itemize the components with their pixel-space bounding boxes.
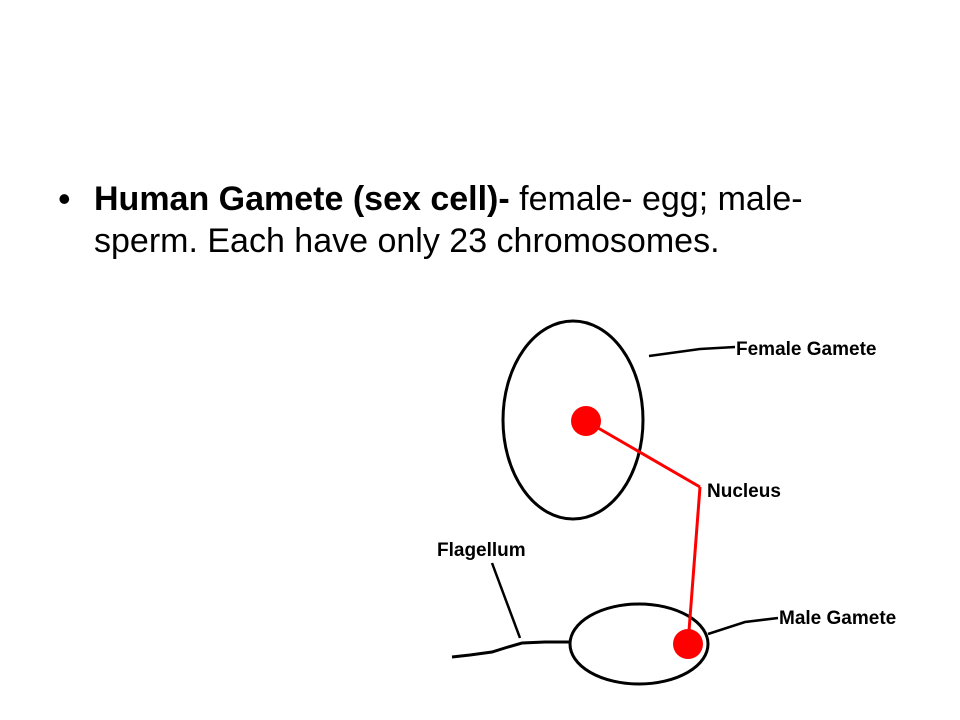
male-nucleus [673,629,703,659]
bullet-marker: • [58,178,71,219]
nucleus-pointer-male [686,486,702,645]
bullet-text: Human Gamete (sex cell)- female- egg; ma… [94,178,894,262]
male-gamete-label: Male Gamete [779,608,896,629]
nucleus-pointer-female [585,419,701,489]
bullet-term: Human Gamete (sex cell)- [94,180,510,218]
female-gamete-label: Female Gamete [736,339,876,360]
flagellum-tail [451,640,570,659]
male-gamete-leader [707,616,779,636]
flagellum-leader [490,562,522,639]
female-gamete-leader [648,345,736,358]
nucleus-label: Nucleus [707,481,781,502]
bullet-item: • Human Gamete (sex cell)- female- egg; … [58,178,918,262]
male-gamete-cell [568,602,710,686]
female-gamete-cell [501,319,645,521]
female-nucleus [571,406,601,436]
flagellum-label: Flagellum [437,540,526,561]
bullet-definition: female- egg; male- sperm. Each have only… [94,180,803,260]
